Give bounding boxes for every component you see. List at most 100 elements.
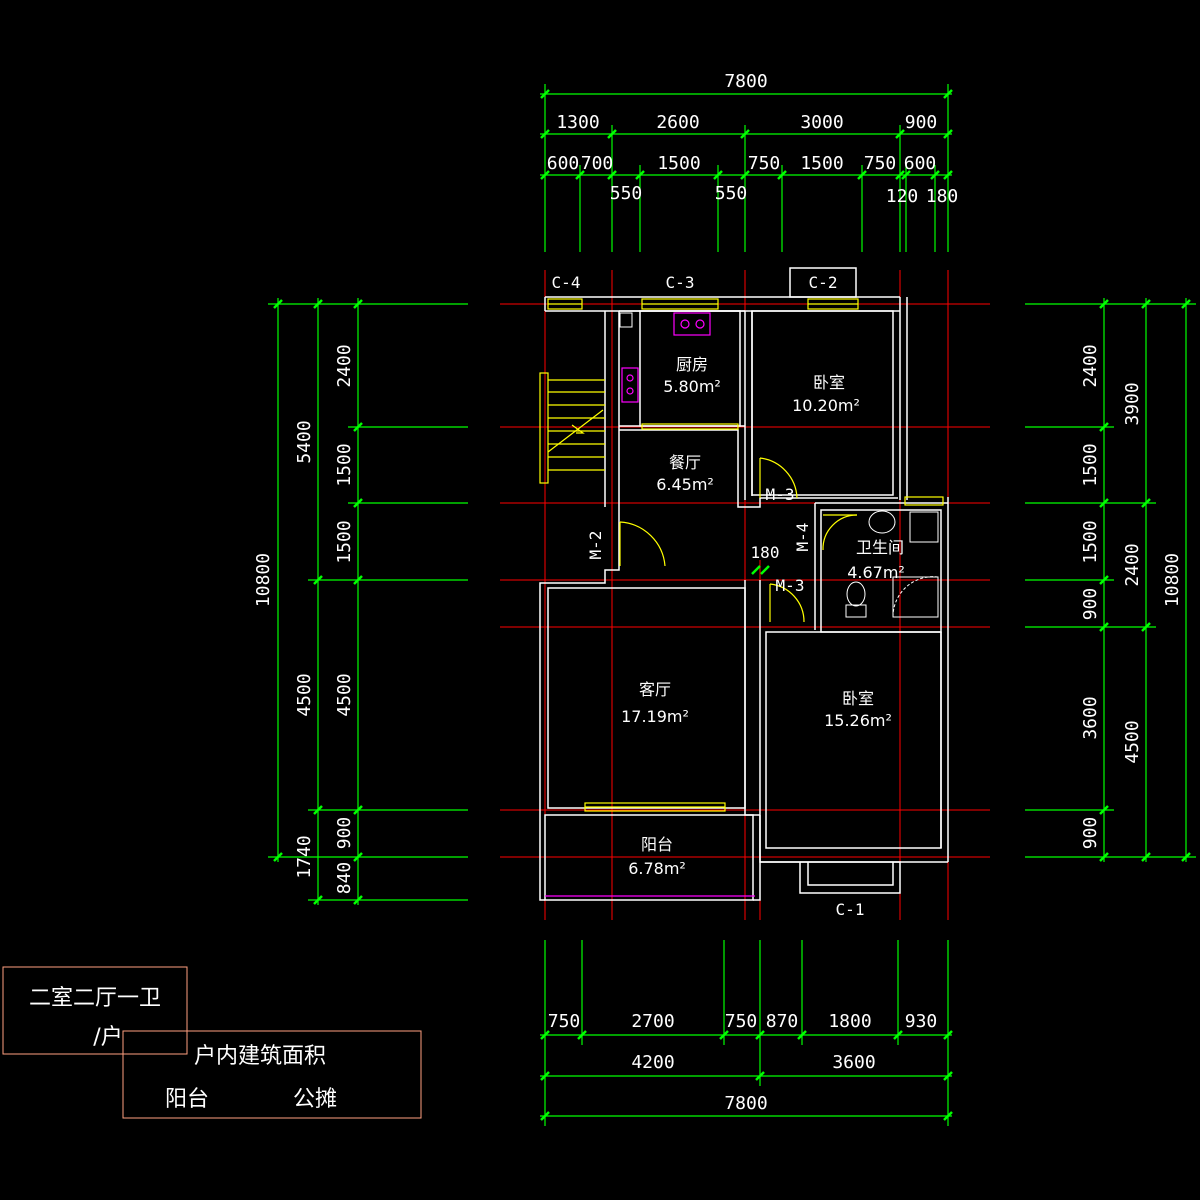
tick-mark bbox=[1099, 498, 1109, 508]
unit-type-box bbox=[2, 966, 188, 1055]
tick-mark bbox=[1099, 805, 1109, 815]
tick-mark bbox=[353, 422, 363, 432]
tick-mark bbox=[1099, 622, 1109, 632]
tick-mark bbox=[1141, 852, 1151, 862]
windows bbox=[539, 298, 944, 812]
tick-mark bbox=[797, 1030, 807, 1040]
top-dim-600-a: 600 bbox=[547, 153, 580, 174]
right-dim-3600: 3600 bbox=[1080, 696, 1101, 739]
tick-mark bbox=[740, 170, 750, 180]
top-dim-550-a: 550 bbox=[610, 183, 643, 204]
door-label-m2: M-2 bbox=[586, 531, 605, 560]
left-dim-5400: 5400 bbox=[294, 420, 315, 463]
tick-mark bbox=[943, 1111, 953, 1121]
right-dim-2400-a: 2400 bbox=[1080, 344, 1101, 387]
tick-mark bbox=[1099, 422, 1109, 432]
tick-mark bbox=[857, 170, 867, 180]
dimension-lines bbox=[268, 84, 1196, 1126]
right-dim-1500-a: 1500 bbox=[1080, 443, 1101, 486]
top-dim-700: 700 bbox=[581, 153, 614, 174]
room-area: 15.26m² bbox=[824, 711, 892, 730]
tick-mark bbox=[895, 170, 905, 180]
top-dim-550-b: 550 bbox=[715, 183, 748, 204]
left-overall-dim: 10800 bbox=[253, 553, 274, 607]
top-overall-dim: 7800 bbox=[724, 71, 767, 92]
tick-mark bbox=[713, 170, 723, 180]
room-name: 卧室 bbox=[813, 373, 845, 392]
room-name: 卫生间 bbox=[856, 538, 904, 557]
room-bedroom-south: 卧室 15.26m² bbox=[824, 689, 892, 730]
room-bedroom-north: 卧室 10.20m² bbox=[792, 373, 860, 415]
washbasin-icon bbox=[868, 510, 896, 534]
room-kitchen: 厨房 5.80m² bbox=[663, 355, 721, 396]
room-name: 客厅 bbox=[639, 680, 671, 699]
stove-icon bbox=[621, 367, 639, 403]
window-label-c4: C-4 bbox=[552, 273, 581, 292]
tick-mark bbox=[751, 565, 761, 575]
wall-dim-180: 180 bbox=[751, 543, 780, 562]
tick-mark bbox=[901, 170, 911, 180]
right-overall-dim: 10800 bbox=[1162, 553, 1183, 607]
room-area: 17.19m² bbox=[621, 707, 689, 726]
tick-mark bbox=[313, 575, 323, 585]
left-dim-4500-b: 4500 bbox=[334, 673, 355, 716]
bottom-dim-3600: 3600 bbox=[832, 1052, 875, 1073]
top-dim-750-a: 750 bbox=[748, 153, 781, 174]
room-bathroom: 卫生间 4.67m² bbox=[847, 538, 905, 582]
tick-mark bbox=[273, 299, 283, 309]
room-area: 4.67m² bbox=[847, 563, 905, 582]
tick-mark bbox=[1181, 852, 1191, 862]
left-dim-840: 840 bbox=[334, 862, 355, 895]
tick-mark bbox=[313, 895, 323, 905]
bottom-overall-dim: 7800 bbox=[724, 1093, 767, 1114]
tick-mark bbox=[943, 1030, 953, 1040]
tick-mark bbox=[943, 129, 953, 139]
unit-type-text: 二室二厅一卫 bbox=[29, 986, 161, 1011]
sink-icon bbox=[673, 312, 711, 336]
tick-mark bbox=[755, 1071, 765, 1081]
room-area: 6.78m² bbox=[628, 859, 686, 878]
tick-mark bbox=[607, 129, 617, 139]
top-dim-180: 180 bbox=[926, 186, 959, 207]
tick-mark bbox=[1141, 299, 1151, 309]
fixtures bbox=[545, 312, 755, 897]
top-dim-600-b: 600 bbox=[904, 153, 937, 174]
tick-mark bbox=[273, 852, 283, 862]
tick-mark bbox=[540, 1071, 550, 1081]
note-boxes bbox=[2, 966, 422, 1119]
left-dim-900: 900 bbox=[334, 817, 355, 850]
bathroom-fixtures bbox=[619, 312, 939, 618]
left-dim-4500-a: 4500 bbox=[294, 673, 315, 716]
tick-mark bbox=[540, 89, 550, 99]
shower-icon bbox=[892, 576, 939, 618]
tick-mark bbox=[755, 1030, 765, 1040]
top-dim-2600: 2600 bbox=[656, 112, 699, 133]
right-dim-3900: 3900 bbox=[1122, 382, 1143, 425]
tick-mark bbox=[943, 1071, 953, 1081]
tick-mark bbox=[313, 299, 323, 309]
room-dining: 餐厅 6.45m² bbox=[656, 453, 714, 494]
per-unit-text: /户 bbox=[93, 1025, 122, 1050]
room-area: 6.45m² bbox=[656, 475, 714, 494]
fridge-icon bbox=[619, 312, 633, 328]
top-dim-900: 900 bbox=[905, 112, 938, 133]
tick-mark bbox=[895, 129, 905, 139]
right-dim-2400-b: 2400 bbox=[1122, 543, 1143, 586]
tick-mark bbox=[577, 1030, 587, 1040]
left-dim-1740: 1740 bbox=[294, 835, 315, 878]
bottom-dim-1800: 1800 bbox=[828, 1011, 871, 1032]
right-dim-4500: 4500 bbox=[1122, 720, 1143, 763]
shared-area-label: 公摊 bbox=[293, 1087, 337, 1112]
tick-mark bbox=[540, 1111, 550, 1121]
tick-mark bbox=[353, 805, 363, 815]
tick-mark bbox=[760, 565, 770, 575]
tick-mark bbox=[353, 852, 363, 862]
room-name: 阳台 bbox=[641, 835, 673, 854]
tick-mark bbox=[943, 170, 953, 180]
door-label-m3-a: M-3 bbox=[766, 485, 795, 504]
tick-mark bbox=[353, 498, 363, 508]
tick-mark bbox=[893, 1030, 903, 1040]
tick-mark bbox=[1181, 299, 1191, 309]
